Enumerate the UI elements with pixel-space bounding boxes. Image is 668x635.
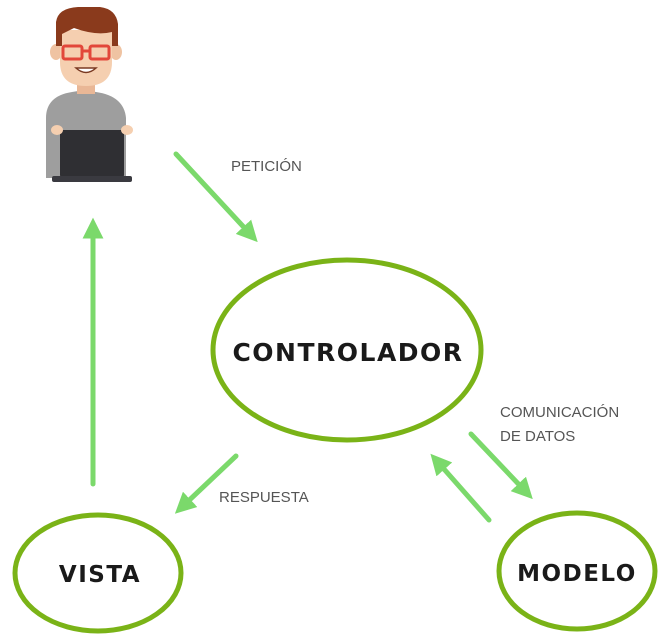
modelo-label: MODELO	[517, 561, 637, 587]
edge-label-comunicacion-line2: DE DATOS	[500, 428, 575, 445]
user-ear-left	[50, 44, 62, 60]
user-hand-right	[121, 125, 133, 135]
user-hair	[56, 7, 118, 46]
edge-label-comunicacion-line1: COMUNICACIÓN	[500, 404, 619, 421]
user-laptop-base	[52, 176, 132, 182]
controlador-ellipse	[210, 257, 484, 443]
user-face	[60, 30, 112, 86]
node-controlador: CONTROLADOR	[210, 257, 484, 443]
arrow-peticion	[173, 151, 258, 243]
vista-ellipse	[12, 512, 184, 634]
arrow-modelo-to-controlador	[430, 453, 492, 523]
controlador-label: CONTROLADOR	[232, 338, 463, 367]
node-vista: VISTA	[12, 512, 184, 634]
edge-label-peticion: PETICIÓN	[231, 158, 302, 175]
user-laptop	[60, 130, 124, 178]
user-with-laptop-icon	[46, 7, 133, 182]
vista-label: VISTA	[59, 562, 141, 588]
arrows	[82, 151, 533, 523]
edge-label-respuesta: RESPUESTA	[219, 489, 309, 506]
arrow-respuesta	[174, 453, 239, 514]
user-smile	[74, 67, 98, 74]
user-ear-right	[110, 44, 122, 60]
modelo-ellipse	[496, 510, 658, 632]
user-hand-left	[51, 125, 63, 135]
arrow-controlador-to-modelo	[468, 431, 533, 500]
node-modelo: MODELO	[496, 510, 658, 632]
